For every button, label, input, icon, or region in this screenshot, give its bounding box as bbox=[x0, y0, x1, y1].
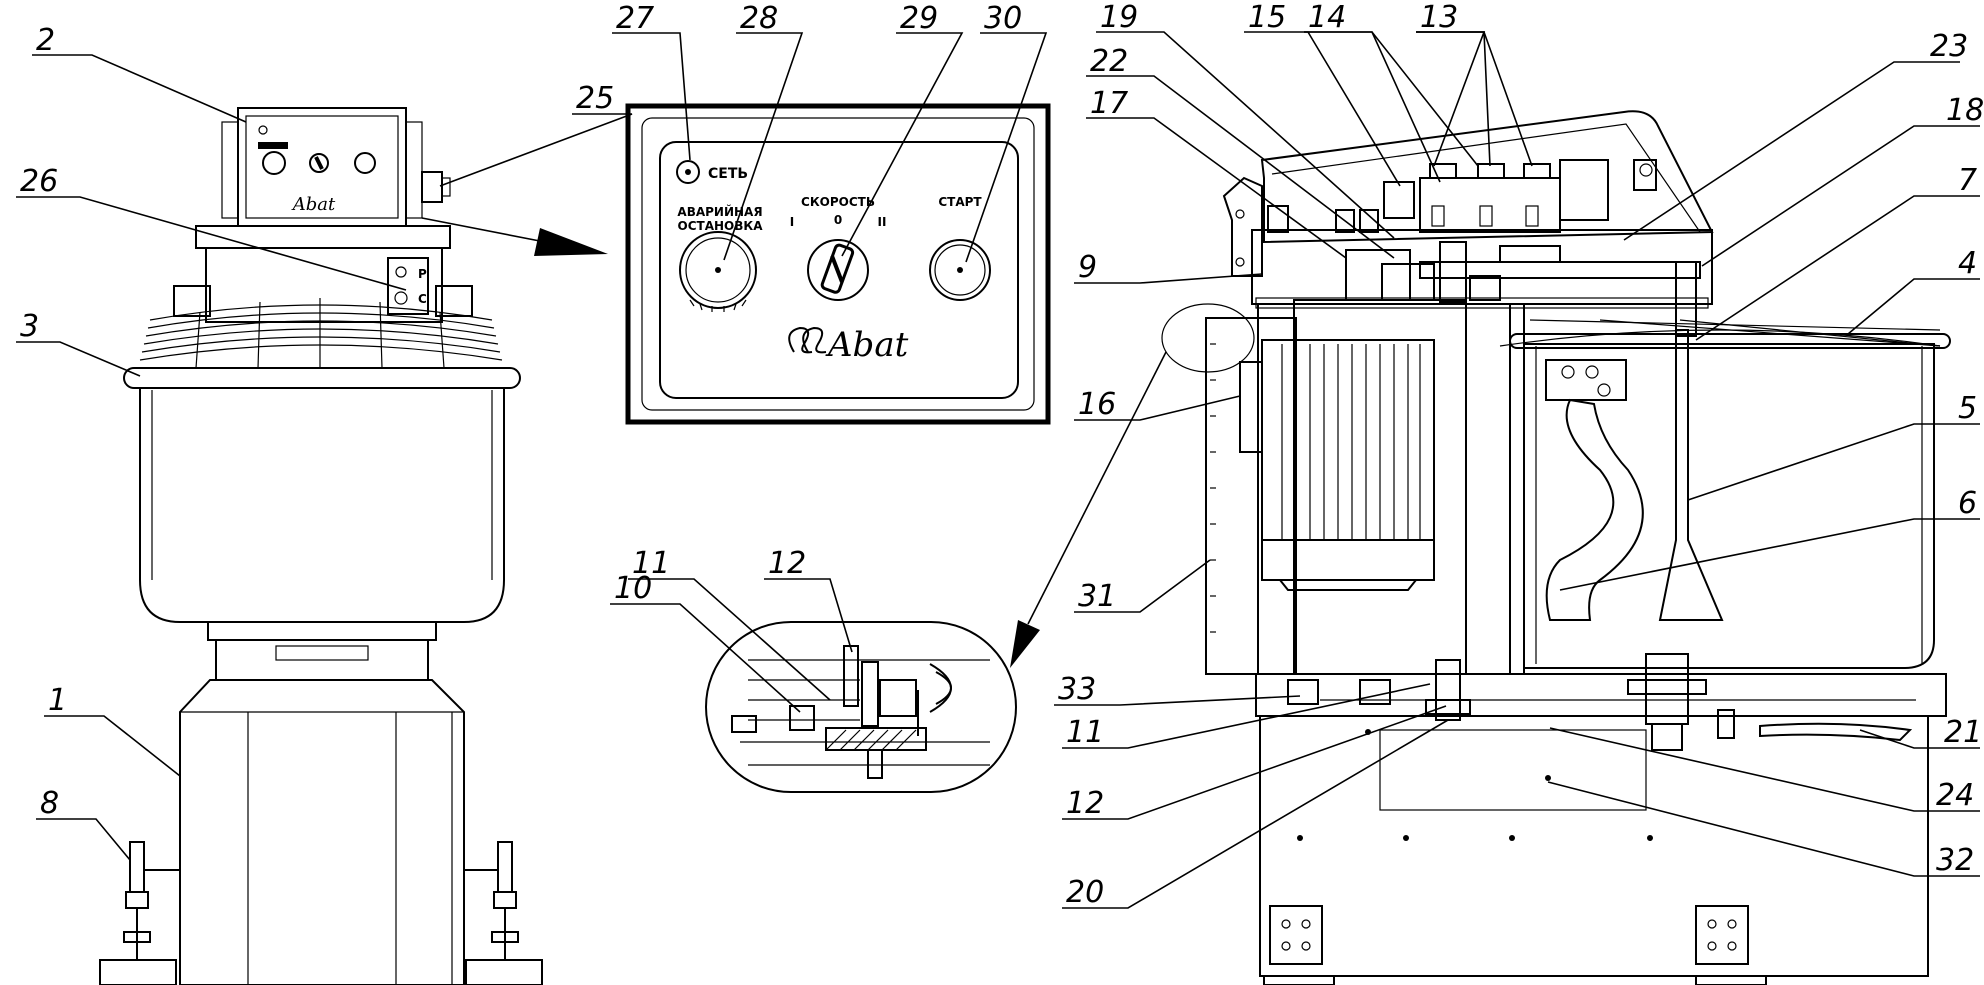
access-cover bbox=[1379, 729, 1647, 811]
speed-selector-knob bbox=[807, 239, 869, 301]
callout-3: 3 bbox=[20, 309, 39, 344]
callout-10: 10 bbox=[614, 571, 652, 606]
speed-label: СКОРОСТЬ bbox=[801, 195, 875, 209]
callout-23: 23 bbox=[1930, 29, 1968, 64]
callout-16: 16 bbox=[1078, 387, 1116, 422]
small-start-button bbox=[354, 152, 376, 174]
callout-12-detail: 12 bbox=[768, 546, 806, 581]
callout-13: 13 bbox=[1420, 0, 1458, 35]
side-switch-mark-bottom: C bbox=[418, 292, 427, 306]
emergency-stop-label-line1: АВАРИЙНАЯ bbox=[677, 204, 762, 219]
start-button bbox=[929, 239, 991, 301]
power-indicator-lamp bbox=[676, 160, 700, 184]
control-panel-detail: СЕТЬ АВАРИЙНАЯ ОСТАНОВКА СКОРОСТЬ I 0 II… bbox=[625, 103, 1051, 425]
connector-25 bbox=[421, 171, 443, 203]
front-logo: Abat bbox=[291, 194, 336, 215]
abat-logo: Abat bbox=[788, 325, 909, 365]
small-emergency-button bbox=[262, 151, 286, 175]
callout-29: 29 bbox=[900, 1, 938, 36]
callout-17: 17 bbox=[1090, 86, 1128, 121]
spiral-hook bbox=[1658, 329, 1724, 621]
leader-lines bbox=[16, 31, 1980, 909]
callout-8: 8 bbox=[40, 786, 59, 821]
callout-2: 2 bbox=[36, 23, 55, 58]
callout-30: 30 bbox=[984, 1, 1022, 36]
hose bbox=[1545, 398, 1644, 621]
side-switch bbox=[387, 257, 429, 315]
bowl-rim bbox=[123, 367, 521, 389]
callout-28: 28 bbox=[740, 1, 778, 36]
callout-26: 26 bbox=[20, 164, 58, 199]
speed-mark-1: I bbox=[790, 215, 794, 229]
callout-4: 4 bbox=[1958, 246, 1977, 281]
callout-11-detail: 11 bbox=[632, 546, 670, 581]
callout-31: 31 bbox=[1078, 579, 1116, 614]
detail-arrow-lower bbox=[1010, 303, 1255, 668]
emergency-stop-label-line2: ОСТАНОВКА bbox=[678, 219, 764, 233]
leveling-feet bbox=[99, 841, 543, 985]
bowl bbox=[139, 388, 505, 623]
side-bowl bbox=[1523, 343, 1935, 669]
callout-19: 19 bbox=[1100, 0, 1138, 35]
side-switch-mark-top: P bbox=[418, 267, 427, 281]
callout-24: 24 bbox=[1936, 778, 1974, 813]
safety-guard bbox=[139, 298, 503, 369]
callout-21: 21 bbox=[1944, 715, 1982, 750]
callout-22: 22 bbox=[1090, 44, 1128, 79]
callout-11-side: 11 bbox=[1066, 715, 1104, 750]
callout-6: 6 bbox=[1958, 486, 1977, 521]
machine-body bbox=[179, 679, 465, 985]
side-view bbox=[1205, 110, 1951, 985]
callout-15: 15 bbox=[1248, 0, 1286, 35]
callout-7: 7 bbox=[1958, 163, 1977, 198]
callout-12-side: 12 bbox=[1066, 786, 1104, 821]
callout-33: 33 bbox=[1058, 672, 1096, 707]
detail-arrow-upper bbox=[421, 217, 608, 256]
emergency-stop-button bbox=[679, 231, 757, 309]
callout-18: 18 bbox=[1946, 93, 1984, 128]
callout-14: 14 bbox=[1308, 0, 1346, 35]
callout-1: 1 bbox=[48, 683, 67, 718]
small-speed-knob bbox=[309, 153, 329, 173]
callout-9: 9 bbox=[1078, 250, 1097, 285]
callout-25: 25 bbox=[576, 81, 614, 116]
front-view: Abat P C bbox=[99, 107, 543, 985]
power-label: СЕТЬ bbox=[708, 166, 748, 182]
speed-mark-0: 0 bbox=[834, 213, 842, 227]
panel-brand: Abat bbox=[825, 325, 909, 365]
gear-detail-view bbox=[705, 621, 1017, 793]
speed-mark-2: II bbox=[878, 215, 887, 229]
callout-32: 32 bbox=[1936, 843, 1974, 878]
base-frame bbox=[1259, 715, 1929, 977]
head-cover bbox=[1260, 110, 1714, 244]
detail-oval bbox=[705, 621, 1017, 793]
start-label: СТАРТ bbox=[938, 195, 982, 209]
callout-20: 20 bbox=[1066, 875, 1104, 910]
callout-27: 27 bbox=[616, 1, 654, 36]
callout-numbers: 2 25 26 3 1 8 27 28 29 30 10 11 12 19 22… bbox=[20, 0, 1984, 910]
contactors bbox=[1383, 159, 1657, 233]
callout-5: 5 bbox=[1958, 391, 1977, 426]
